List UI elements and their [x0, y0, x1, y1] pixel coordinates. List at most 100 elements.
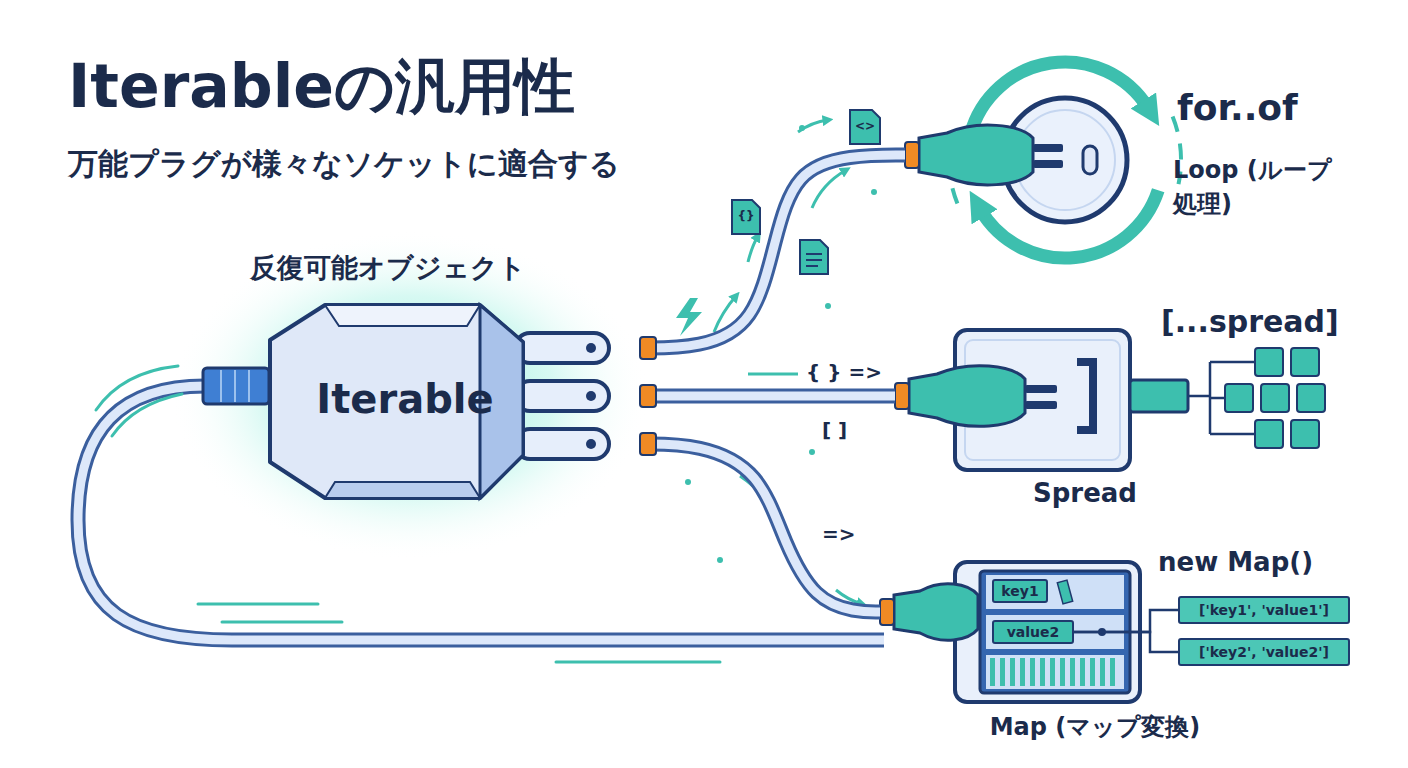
plug-ring: [895, 383, 909, 409]
plug-top-face: [325, 305, 480, 326]
map-value-cell: value2: [992, 620, 1074, 644]
shelf-stripe: [1080, 658, 1085, 686]
icon-text: <>: [850, 119, 880, 133]
cell-text: key1: [994, 581, 1046, 601]
socket-heading: new Map(): [1158, 547, 1338, 578]
socket-heading: [...spread]: [1161, 304, 1351, 340]
entry-pair-box: ['key1', 'value1']: [1178, 596, 1350, 624]
flow-arrow: [740, 476, 776, 516]
spread-element: [1291, 420, 1319, 448]
shelf-stripe: [1030, 658, 1035, 686]
cable-core: [640, 392, 895, 401]
shelf-stripe: [1090, 658, 1095, 686]
socket-prong: [1025, 401, 1057, 409]
plug-head: [894, 584, 978, 640]
spread-element: [1291, 348, 1319, 376]
dot: [717, 557, 723, 563]
flow-arrow: [748, 236, 758, 262]
socket-caption: Spread: [1025, 478, 1145, 509]
motion-line: [96, 366, 178, 410]
shelf-stripe: [1070, 658, 1075, 686]
motion-line: [112, 394, 182, 436]
socket-caption: Loop (ループ処理): [1173, 154, 1343, 221]
shelf-stripe: [1010, 658, 1015, 686]
plug-label: Iterable: [285, 375, 525, 423]
prong-hole: [586, 391, 596, 401]
cable: [640, 155, 905, 348]
cell-text: value2: [994, 622, 1072, 642]
prong-hole: [586, 343, 596, 353]
cable-tip: [640, 385, 656, 407]
cable-tip: [640, 433, 656, 455]
spark-bolt: [676, 298, 702, 336]
shelf-stripe: [1100, 658, 1105, 686]
socket-prong: [1025, 385, 1057, 393]
cable: [640, 389, 895, 404]
connector-group: [640, 155, 905, 359]
flow-arrow: [714, 296, 736, 332]
plug-ring: [880, 599, 894, 625]
dot: [809, 449, 815, 455]
flow-arrow: [836, 590, 862, 604]
code-hint: [ ]: [822, 418, 862, 442]
shelf-stripe: [1050, 658, 1055, 686]
socket-caption: Map (マップ変換): [960, 713, 1230, 742]
shelf-book: [1057, 580, 1072, 604]
spread-tree: [1188, 362, 1255, 434]
map-socket-box: [955, 562, 1140, 702]
dot: [685, 479, 691, 485]
dot: [799, 125, 805, 131]
plug-prong: [515, 333, 609, 363]
map-shelf: [980, 571, 1130, 693]
dot: [871, 189, 877, 195]
plug-cable-connector: [203, 368, 269, 404]
motion-line: [198, 603, 318, 606]
title: Iterableの汎用性: [68, 50, 868, 122]
dot: [825, 303, 831, 309]
spread-element: [1297, 384, 1325, 412]
connector-group: [640, 433, 880, 612]
json-file-icon: [732, 200, 760, 234]
shelf-stripe: [1110, 658, 1115, 686]
edge-label: =>: [822, 522, 856, 546]
connector-ribs: [221, 370, 249, 402]
plug-head: [909, 366, 1025, 427]
output-bar: [1130, 380, 1188, 412]
plug-glow: [170, 230, 650, 560]
shelf-stripe: [1040, 658, 1045, 686]
spread-element: [1255, 348, 1283, 376]
shelf-stripe: [990, 658, 995, 686]
icon-text: {}: [732, 209, 760, 223]
shelf-slot: [986, 655, 1124, 689]
entry-text: ['key1', 'value1']: [1180, 598, 1348, 622]
socket-slot: [1083, 146, 1097, 174]
socket-prong: [1033, 144, 1063, 152]
shelf-stripe: [1000, 658, 1005, 686]
plug-ring: [905, 142, 919, 168]
flow-arrow: [798, 120, 828, 132]
spread-element: [1225, 384, 1253, 412]
motion-line: [556, 661, 720, 664]
shelf-slot: [986, 615, 1124, 649]
flow-arrow: [812, 170, 846, 208]
for-of-socket: for..ofLoop (ループ処理): [905, 40, 1345, 290]
code-file-icon: [850, 110, 880, 144]
cable-core: [640, 155, 905, 348]
link-dot: [1098, 628, 1106, 636]
flow-line: [748, 373, 798, 376]
plug-bottom-face: [325, 482, 480, 498]
motion-line: [222, 621, 342, 624]
entry-text: ['key2', 'value2']: [1180, 640, 1348, 664]
connector-group: [640, 385, 895, 407]
prong-hole: [586, 439, 596, 449]
iterable-plug: 反復可能オブジェクトIterable: [265, 250, 640, 510]
cable-core: [640, 444, 880, 612]
cable-tip: [640, 337, 656, 359]
shelf-slot: [986, 575, 1124, 609]
spread-socket: [...spread] Spread: [895, 300, 1350, 515]
edge-label: { } =>: [806, 360, 882, 384]
text-file-icon: [800, 240, 828, 274]
plug-heading: 反復可能オブジェクト: [250, 252, 580, 284]
plug-prong: [515, 381, 609, 411]
